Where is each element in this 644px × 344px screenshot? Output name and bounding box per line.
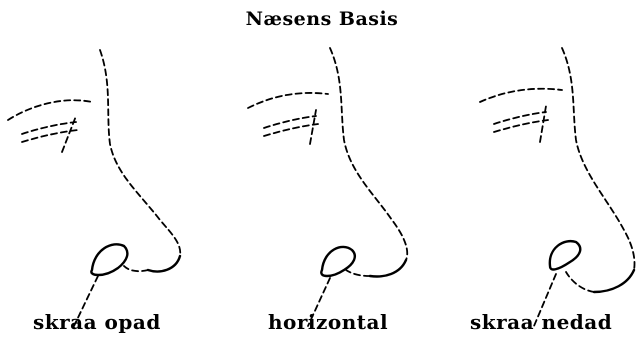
eye-slant: [540, 106, 546, 142]
caption-upturned: skraa opad: [33, 310, 161, 334]
nostril-ala: [91, 244, 127, 275]
brow-line: [480, 89, 562, 102]
eye-slant: [62, 116, 76, 152]
nose-profile-upturned: [0, 44, 215, 304]
columella: [124, 266, 148, 271]
nose-profile-downturned: [458, 44, 644, 304]
caption-downturned: skraa nedad: [470, 310, 612, 334]
eyelid-upper: [22, 122, 76, 134]
nose-bridge: [100, 50, 180, 256]
nose-profile-horizontal: [228, 44, 443, 304]
eye-slant: [310, 110, 316, 144]
columella: [566, 272, 594, 292]
nose-bridge: [330, 48, 407, 260]
brow-line: [248, 93, 328, 108]
figure-title: Næsens Basis: [0, 8, 644, 30]
nose-tip: [148, 256, 180, 271]
nostril-ala: [550, 241, 580, 269]
nose-tip: [594, 270, 634, 292]
columella: [346, 270, 370, 276]
eyelid-lower: [264, 124, 318, 136]
brow-line: [8, 100, 92, 120]
nose-bridge: [562, 48, 635, 270]
nose-tip: [370, 260, 406, 276]
eyelid-lower: [494, 120, 548, 132]
caption-horizontal: horizontal: [268, 310, 388, 334]
